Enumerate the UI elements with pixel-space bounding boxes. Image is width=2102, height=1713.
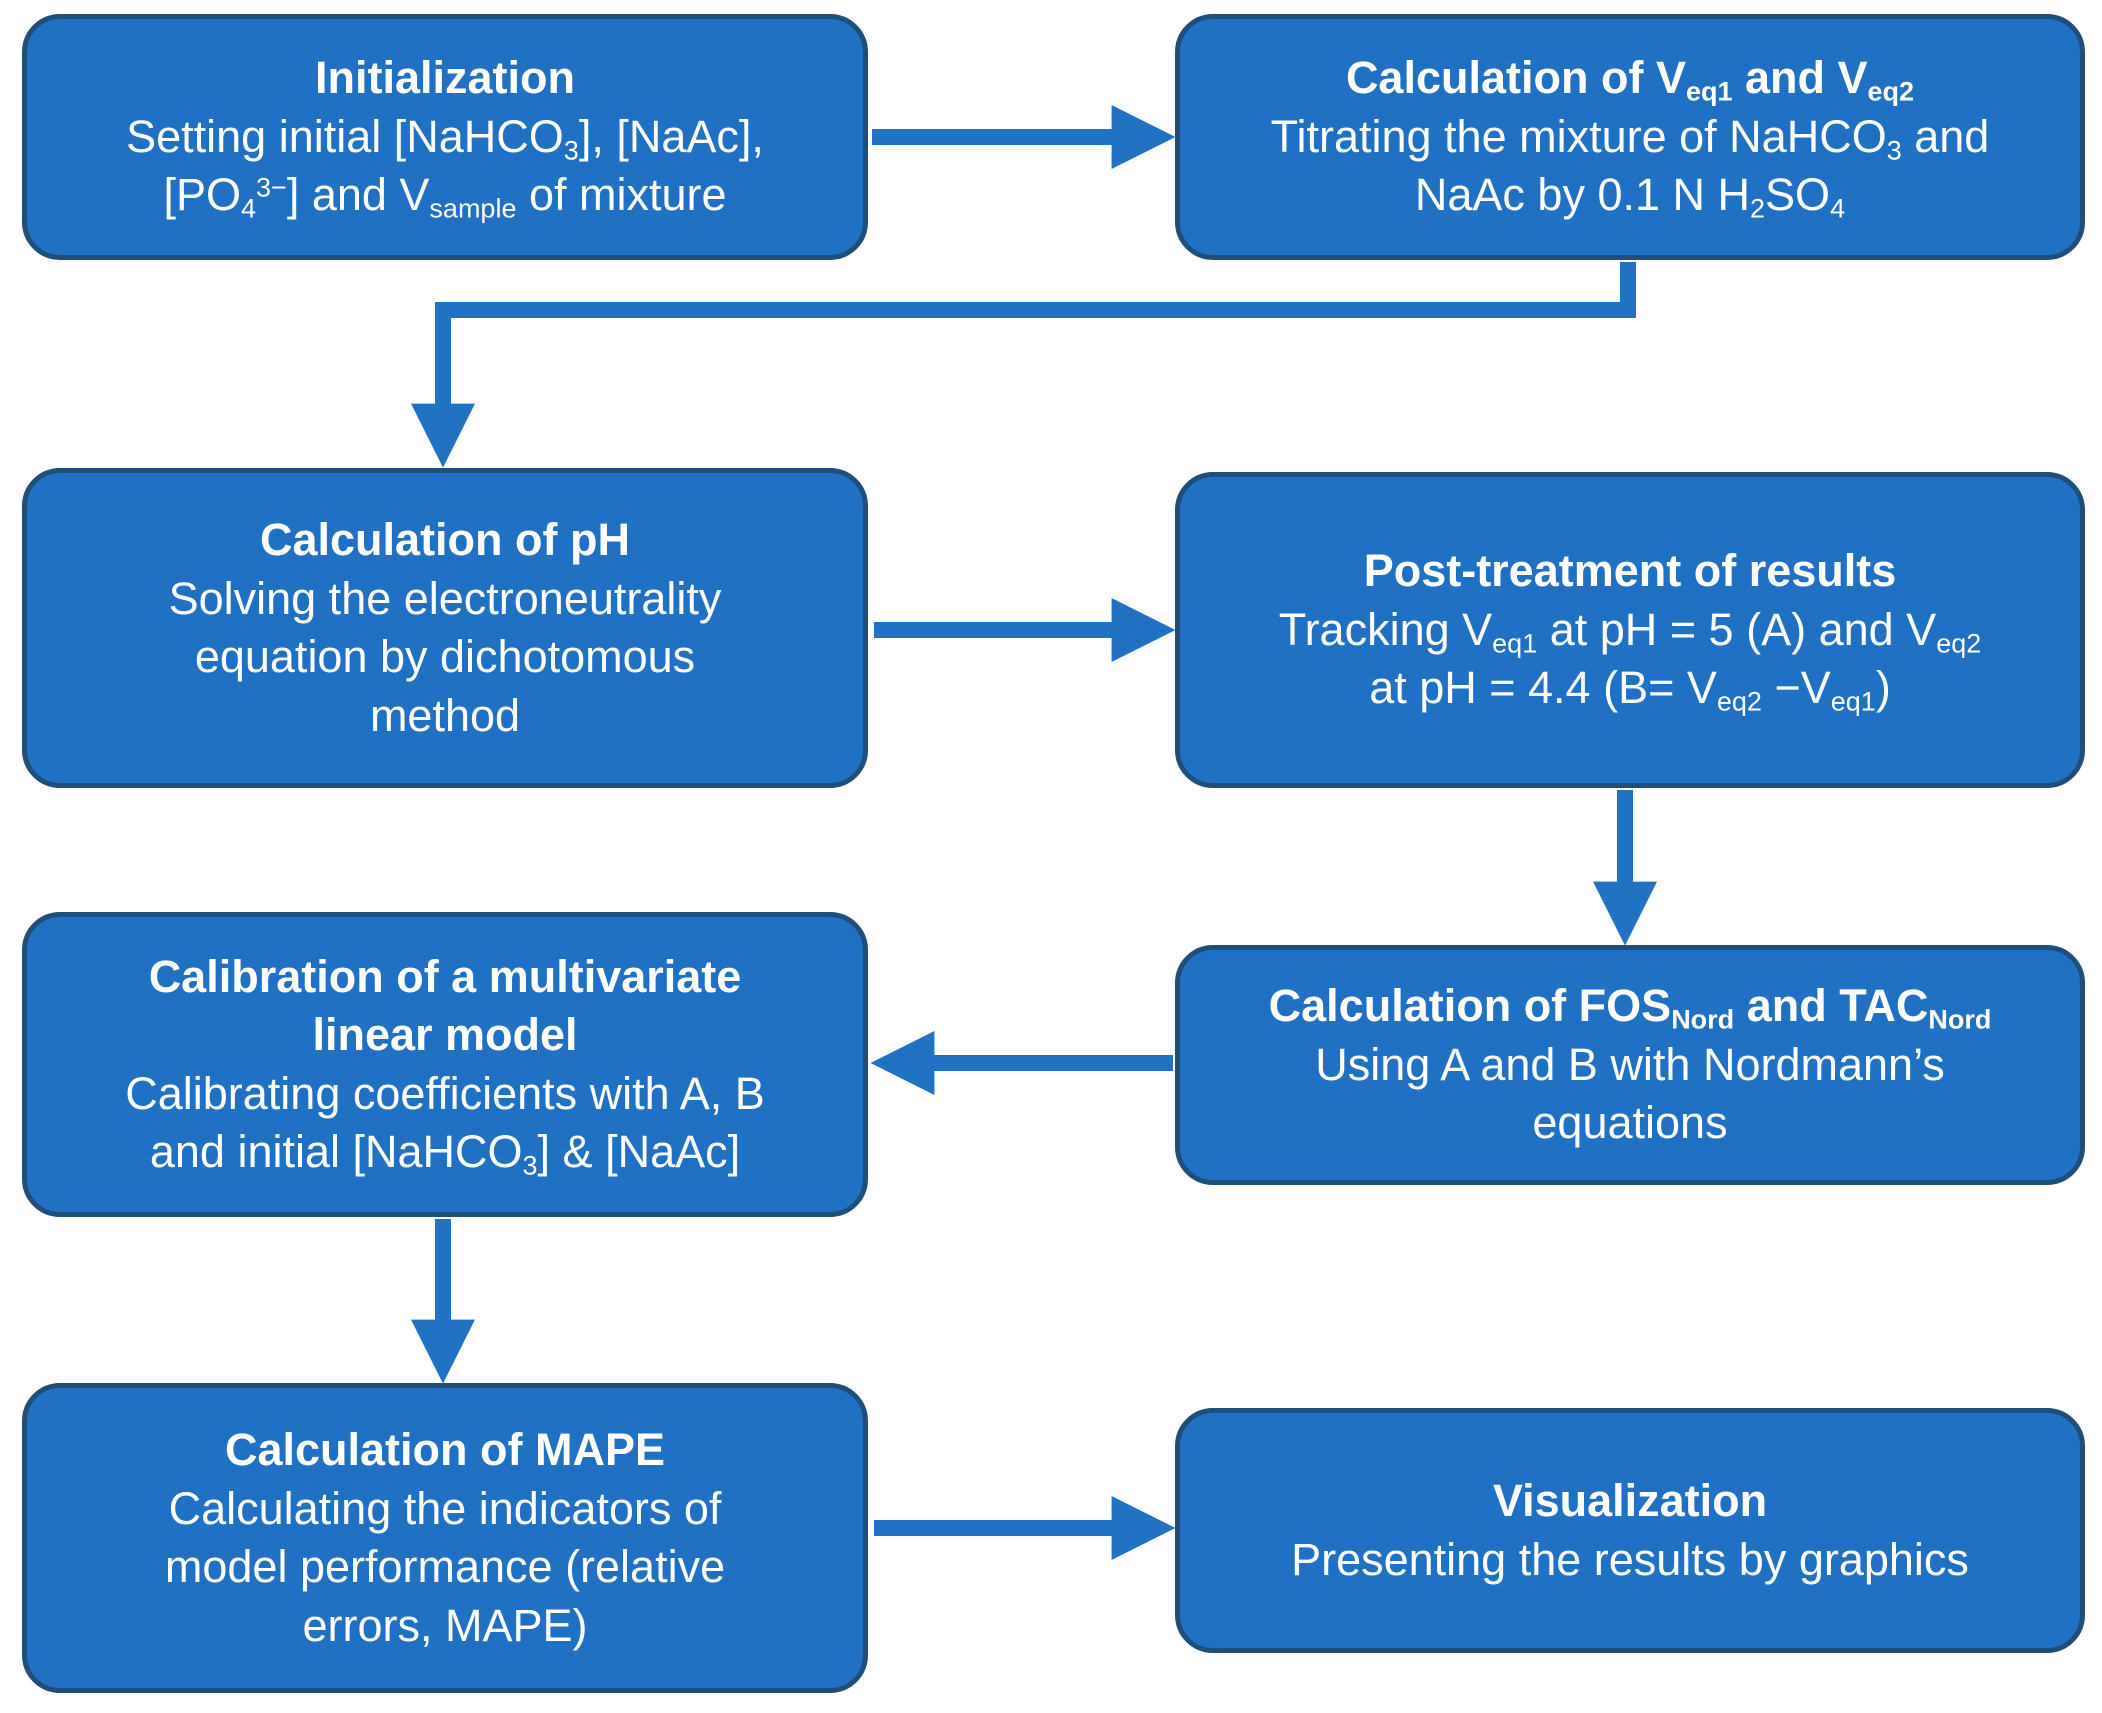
flow-box-post-treatment: Post-treatment of results Tracking Veq1 … [1175, 472, 2085, 788]
flow-box-calculation-mape: Calculation of MAPE Calculating the indi… [22, 1383, 868, 1693]
box-title: Post-treatment of results [1363, 545, 1897, 597]
box-body: Solving the electroneutrality equation b… [168, 572, 722, 741]
box-title: Calculation of MAPE [224, 1424, 666, 1475]
box-title: Calculation of FOSNord and TACNord [1268, 980, 1992, 1035]
box-body: Presenting the results by graphics [1291, 1533, 1969, 1585]
flow-box-calculation-veq: Calculation of Veq1 and Veq2 Titrating t… [1175, 14, 2085, 260]
box-title: Initialization [314, 52, 575, 104]
box-body: Setting initial [NaHCO3], [NaAc], [PO43−… [126, 110, 764, 224]
box-title: Calibration of a multivariate linear mod… [148, 950, 742, 1061]
box-title: Calculation of pH [260, 514, 630, 565]
box-body: Titrating the mixture of NaHCO3 and NaAc… [1270, 110, 1990, 224]
flow-box-calibration: Calibration of a multivariate linear mod… [22, 912, 868, 1217]
arrow-veq-to-ph [411, 262, 1636, 468]
box-body: Calibrating coefficients with A, B and i… [125, 1067, 765, 1181]
flow-box-visualization: Visualization Presenting the results by … [1175, 1408, 2085, 1653]
box-body: Using A and B with Nordmann’s equations [1315, 1038, 1945, 1149]
box-body: Tracking Veq1 at pH = 5 (A) and Veq2 at … [1278, 603, 1982, 717]
box-body: Calculating the indicators of model perf… [164, 1482, 726, 1651]
box-title: Visualization [1492, 1475, 1768, 1526]
flow-box-calculation-fos-tac: Calculation of FOSNord and TACNord Using… [1175, 945, 2085, 1185]
flow-box-calculation-ph: Calculation of pH Solving the electroneu… [22, 468, 868, 788]
box-title: Calculation of Veq1 and Veq2 [1345, 52, 1915, 107]
flow-box-initialization: Initialization Setting initial [NaHCO3],… [22, 14, 868, 260]
